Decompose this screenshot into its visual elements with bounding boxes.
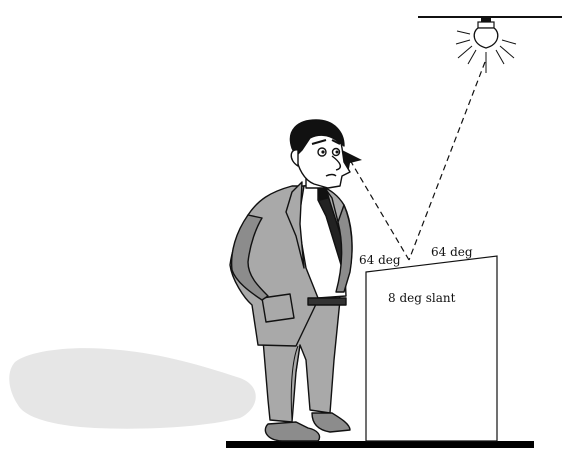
reflected-ray bbox=[350, 160, 409, 260]
angle-label-right: 64 deg bbox=[431, 245, 473, 259]
light-bulb-icon bbox=[456, 17, 516, 73]
right-shoe bbox=[312, 413, 350, 432]
slant-label: 8 deg slant bbox=[388, 291, 456, 305]
ear bbox=[291, 150, 298, 166]
jacket-pocket bbox=[262, 294, 294, 322]
angle-label-left: 64 deg bbox=[359, 253, 401, 267]
slanted-document bbox=[366, 256, 497, 441]
belt bbox=[308, 298, 346, 305]
incident-ray bbox=[409, 62, 485, 260]
ground-shadow bbox=[9, 348, 256, 429]
left-shoe bbox=[265, 422, 319, 441]
floor-line bbox=[226, 441, 534, 448]
